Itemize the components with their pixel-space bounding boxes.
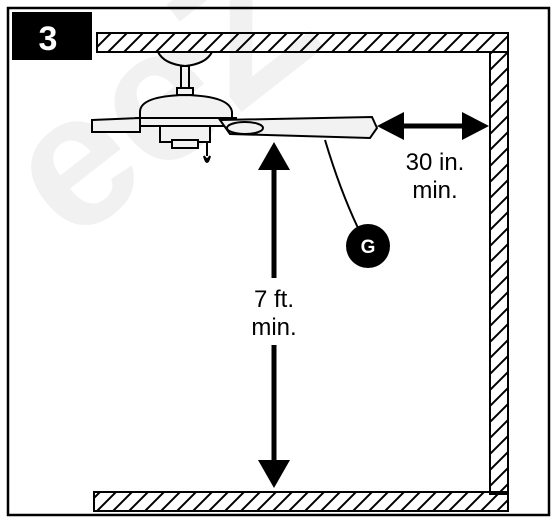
diagram-frame <box>6 6 551 517</box>
floor <box>93 491 509 512</box>
arrowhead-right <box>462 112 489 140</box>
wall-clearance-label-line1: 30 in. <box>406 149 465 176</box>
ceiling-fan <box>91 51 379 163</box>
arrowhead-up <box>258 142 290 170</box>
fan-light-cup <box>171 139 199 149</box>
fan-pull-chain-fob <box>203 155 211 163</box>
step-number: 3 <box>39 20 58 58</box>
floor-clearance-label-line2: min. <box>251 314 296 341</box>
callout-leader-line <box>324 139 359 229</box>
floor-clearance-label-line1: 7 ft. <box>254 286 294 313</box>
callout-circle <box>346 224 390 268</box>
arrowhead-left <box>377 112 404 140</box>
wall-clearance-arrow <box>377 112 489 140</box>
ceiling <box>96 32 509 53</box>
callout-letter: G <box>361 237 376 258</box>
floor-clearance-arrow <box>258 142 290 488</box>
wall-clearance-label-line2: min. <box>412 177 457 204</box>
step-badge-box <box>12 12 92 60</box>
side-wall <box>489 51 509 495</box>
fan-motor-housing <box>139 93 233 123</box>
step-badge: 3 <box>12 12 92 60</box>
callout-g: G <box>346 224 390 268</box>
arrowhead-down <box>258 460 290 488</box>
fan-downrod-collar <box>176 87 194 96</box>
fan-blade-iron <box>226 121 264 135</box>
fan-blade-left <box>91 116 141 133</box>
